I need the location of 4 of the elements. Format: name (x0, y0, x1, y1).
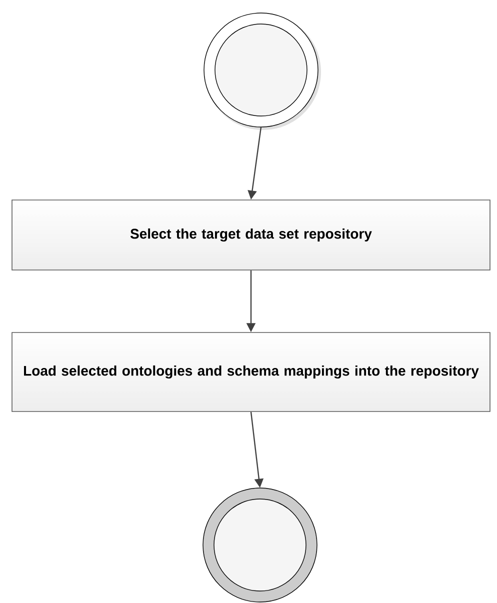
process-box: Select the target data set repository (12, 200, 490, 270)
process-box: Load selected ontologies and schema mappings into the repository (12, 332, 490, 412)
end-circle (202, 488, 318, 602)
start-circle (204, 12, 321, 130)
